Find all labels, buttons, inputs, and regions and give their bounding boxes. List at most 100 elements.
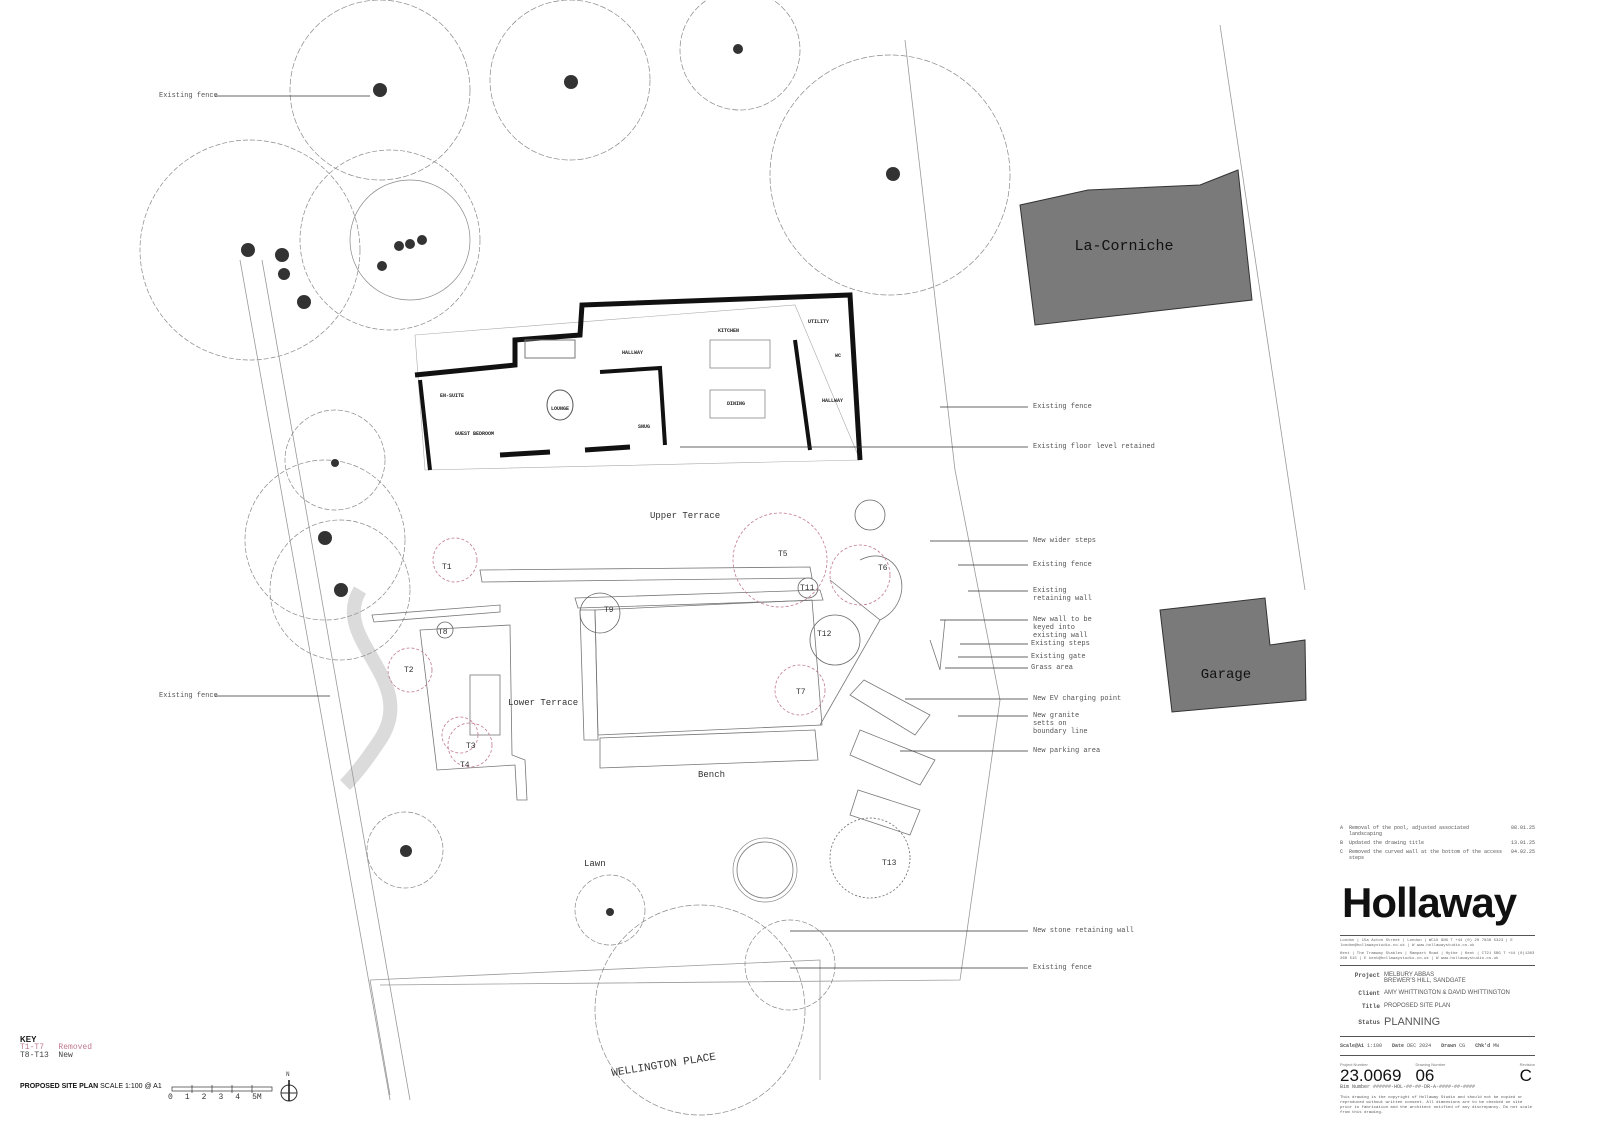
rev-date: 04.02.25: [1510, 849, 1535, 855]
existing-trees: [139, 0, 1011, 1116]
room-kitchen: KITCHEN: [718, 328, 739, 334]
tree-key: KEY T1-T7 Removed T8-T13 New: [20, 1036, 92, 1060]
north-label: N: [286, 1071, 290, 1078]
annotation-ev-charging: New EV charging point: [1033, 695, 1122, 703]
rev-text: Removal of the pool, adjusted associated…: [1349, 825, 1470, 837]
terrace-walls: [340, 555, 946, 899]
date-value: DEC 2024: [1407, 1043, 1432, 1049]
project-number-label: Project Number: [1340, 1062, 1368, 1067]
room-dining: DINING: [727, 401, 745, 407]
key-new-range: T8-T13: [20, 1051, 49, 1060]
project-value: MELBURY ABBAS BREWER'S HILL, SANDGATE: [1384, 972, 1466, 984]
upper-terrace-label: Upper Terrace: [650, 511, 720, 521]
tree-t3: T3: [466, 742, 476, 751]
revision-value: C: [1519, 1066, 1532, 1085]
scale-tick: 0: [168, 1093, 173, 1102]
lower-terrace-label: Lower Terrace: [508, 698, 578, 708]
scale-tick: 2: [201, 1093, 207, 1102]
annotation-granite-setts: New granite setts on boundary line: [1033, 712, 1088, 736]
bim-label: Bim Number: [1340, 1084, 1371, 1090]
scale-tick: 3: [218, 1093, 224, 1102]
room-guest-bedroom: GUEST BEDROOM: [455, 431, 494, 437]
tree-t7: T7: [796, 688, 806, 697]
room-labels: EN-SUITE GUEST BEDROOM LOUNGE HALLWAY KI…: [440, 319, 843, 437]
leader-lines: [215, 95, 1028, 969]
scale-tick: 4: [235, 1093, 241, 1102]
project-number: 23.0069: [1340, 1066, 1402, 1085]
north-arrow-icon: [280, 1080, 298, 1102]
garage-label: Garage: [1201, 667, 1251, 683]
rev-letter: C: [1340, 849, 1344, 855]
office-london: London | 15a Acton Street | London | WC1…: [1340, 939, 1513, 948]
bench-label: Bench: [698, 770, 725, 780]
scale-label: Scale@A1: [1340, 1043, 1365, 1049]
site-boundary: [239, 24, 1306, 1101]
annotation-floor-level: Existing floor level retained: [1033, 443, 1155, 451]
tree-t8: T8: [438, 628, 448, 637]
client-label: Client: [1358, 990, 1380, 997]
annotation-stone-wall: New stone retaining wall: [1033, 927, 1134, 935]
annotation-existing-fence-east: Existing fence: [1033, 403, 1092, 411]
title-block: A Removal of the pool, adjusted associate…: [1340, 825, 1535, 1116]
drawing-number: 06: [1415, 1066, 1435, 1085]
tree-t11: T11: [800, 584, 815, 593]
date-label: Date: [1392, 1043, 1405, 1049]
annotation-new-wall: New wall to be keyed into existing wall: [1033, 616, 1092, 640]
key-removed-range: T1-T7: [20, 1043, 45, 1052]
drawing-scale: SCALE 1:100 @ A1: [100, 1083, 162, 1090]
rev-date: 13.01.25: [1510, 840, 1535, 846]
status-label: Status: [1358, 1018, 1380, 1026]
annotation-existing-fence: Existing fence: [1033, 561, 1092, 569]
annotation-retaining-wall: Existing retaining wall: [1033, 587, 1092, 603]
status-value: PLANNING: [1384, 1016, 1441, 1028]
new-trees: [436, 499, 911, 899]
tree-labels: T1 T2 T3 T4 T5 T6 T7 T8 T9 T11 T12 T13: [404, 550, 897, 868]
rev-text: Removed the curved wall at the bottom of…: [1349, 849, 1503, 861]
lawn-label: Lawn: [584, 859, 606, 869]
revision-row: B Updated the drawing title 13.01.25: [1340, 840, 1535, 846]
neighbour-buildings: [1019, 169, 1307, 713]
project-label: Project: [1354, 972, 1380, 979]
tree-t12: T12: [817, 630, 832, 639]
room-wc: WC: [835, 353, 841, 359]
tree-t2: T2: [404, 666, 414, 675]
room-snug: SNUG: [638, 424, 650, 430]
hollaway-logo: Hollaway: [1342, 879, 1517, 926]
rev-letter: A: [1340, 825, 1344, 831]
scale-ticks: 0 1 2 3 4 5M: [168, 1093, 262, 1102]
key-removed-label: Removed: [58, 1043, 93, 1052]
revision-label: Revision: [1519, 1062, 1535, 1067]
rev-letter: B: [1340, 840, 1344, 846]
tree-t6: T6: [878, 564, 888, 573]
tree-t4: T4: [460, 761, 470, 770]
room-ensuite: EN-SUITE: [440, 393, 464, 399]
scale-value: 1:100: [1367, 1043, 1383, 1049]
drawn-label: Drawn: [1441, 1043, 1457, 1049]
tree-t1: T1: [442, 563, 452, 572]
annotation-existing-fence-west: Existing fence: [159, 692, 218, 700]
annotation-existing-steps: Existing steps: [1031, 640, 1090, 648]
drawing-title: PROPOSED SITE PLAN SCALE 1:100 @ A1: [20, 1083, 162, 1090]
drawing-number-label: Drawing Number: [1415, 1062, 1446, 1067]
checked-value: MW: [1493, 1043, 1500, 1049]
annotation-existing-fence-north: Existing fence: [159, 92, 218, 100]
checked-label: Chk'd: [1475, 1043, 1491, 1049]
room-utility: UTILITY: [808, 319, 829, 325]
title-label: Title: [1361, 1003, 1380, 1010]
scale-bar: [171, 1085, 273, 1093]
room-hallway-2: HALLWAY: [822, 398, 843, 404]
revision-row: A Removal of the pool, adjusted associate…: [1340, 825, 1535, 837]
key-heading: KEY: [20, 1035, 37, 1044]
key-new-label: New: [58, 1051, 73, 1060]
annotation-parking-area: New parking area: [1033, 747, 1101, 755]
room-lounge: LOUNGE: [551, 406, 569, 412]
drawing-name: PROPOSED SITE PLAN: [20, 1083, 99, 1090]
bim-value: ######-HOL-##-##-DR-A-####-##-####: [1373, 1084, 1476, 1090]
tree-t5: T5: [778, 550, 788, 559]
rev-text: Updated the drawing title: [1349, 840, 1425, 846]
title-value: PROPOSED SITE PLAN: [1384, 1003, 1451, 1009]
client-value: AMY WHITTINGTON & DAVID WHITTINGTON: [1384, 990, 1510, 996]
tree-t13: T13: [882, 859, 897, 868]
rev-date: 08.01.25: [1510, 825, 1535, 831]
